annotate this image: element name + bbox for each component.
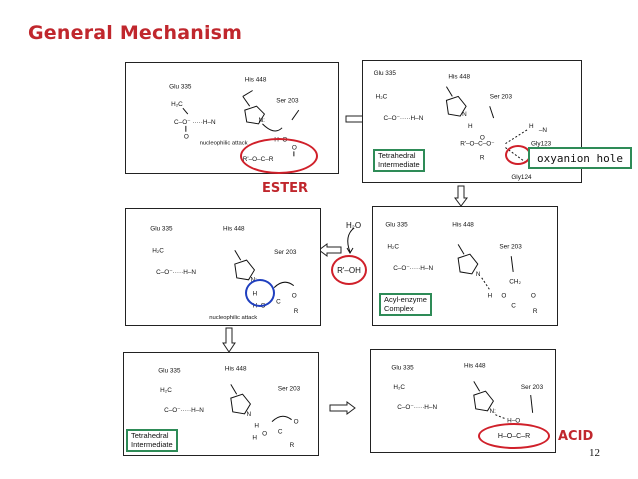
arrow-down-4: [222, 327, 236, 353]
svg-text:His 448: His 448: [223, 226, 245, 233]
svg-text:CH₂: CH₂: [509, 279, 521, 286]
panel-5-structure: Glu 335 His 448 Ser 203 H₂C C–O⁻·····H–N…: [158, 366, 301, 450]
svg-text:O: O: [292, 292, 297, 299]
svg-text:H₂C: H₂C: [152, 247, 164, 254]
svg-text:R: R: [294, 308, 299, 315]
svg-text:H: H: [468, 123, 473, 130]
svg-text:H₂C: H₂C: [376, 93, 388, 100]
svg-text:N: N: [476, 271, 481, 278]
svg-text:Glu 335: Glu 335: [391, 365, 414, 372]
svg-text:O: O: [262, 430, 267, 437]
svg-text:O: O: [480, 135, 485, 142]
svg-text:O: O: [294, 419, 299, 426]
svg-text:C–O⁻·····H–N: C–O⁻·····H–N: [156, 269, 196, 276]
svg-text:–N: –N: [539, 127, 548, 134]
panel-3-acyl-enzyme: Glu 335 His 448 Ser 203 H₂C C–O⁻·····H–N…: [372, 206, 558, 326]
panel-4-water-attack: Glu 335 His 448 Ser 203 H₂C C–O⁻·····H–N…: [125, 208, 321, 326]
acid-label: ACID: [558, 429, 594, 444]
panel-5-tetrahedral-intermediate: Glu 335 His 448 Ser 203 H₂C C–O⁻·····H–N…: [123, 352, 319, 456]
svg-text:H₂C: H₂C: [393, 384, 405, 391]
svg-text:O: O: [184, 134, 189, 141]
arrow-left-3: [318, 243, 342, 257]
svg-text:H: H: [252, 434, 257, 441]
svg-text:Ser 203: Ser 203: [490, 93, 513, 100]
svg-text:C–O⁻·····H–N: C–O⁻·····H–N: [397, 404, 437, 411]
arrow-right-5: [329, 401, 356, 415]
svg-text:Glu 335: Glu 335: [150, 226, 173, 233]
water-label: H₂O: [346, 221, 362, 230]
svg-text:H–O: H–O: [507, 418, 520, 425]
svg-text:N: N: [462, 111, 467, 118]
arrow-down-2: [454, 185, 468, 207]
panel-6-structure: Glu 335 His 448 Ser 203 H₂C C–O⁻·····H–N…: [391, 363, 544, 425]
svg-text:C: C: [511, 302, 516, 309]
svg-text:His 448: His 448: [452, 222, 474, 229]
svg-text:C: C: [276, 298, 281, 305]
ester-highlight-circle: [240, 138, 318, 174]
svg-text:Ser 203: Ser 203: [521, 384, 544, 391]
svg-text:His 448: His 448: [464, 363, 486, 370]
svg-text:Glu 335: Glu 335: [374, 70, 397, 77]
gly123-label: Gly123: [531, 141, 552, 148]
alcohol-circle: R'–OH: [331, 255, 367, 285]
svg-text:H: H: [488, 292, 493, 299]
glu-label: Glu 335: [169, 84, 192, 91]
svg-text:C: C: [278, 428, 283, 435]
svg-text:H₂C: H₂C: [387, 243, 399, 250]
svg-text:Ser 203: Ser 203: [278, 385, 301, 392]
water-attack-circle: [245, 279, 275, 307]
svg-text:N:: N:: [259, 117, 266, 124]
svg-text:H₂C: H₂C: [160, 387, 172, 394]
svg-text:C–O⁻·····H–N: C–O⁻·····H–N: [164, 407, 204, 414]
svg-text:N:: N:: [489, 408, 496, 415]
alcohol-label: R'–OH: [337, 265, 361, 275]
svg-text:N: N: [247, 411, 252, 418]
svg-text:O: O: [501, 292, 506, 299]
panel-4-structure: Glu 335 His 448 Ser 203 H₂C C–O⁻·····H–N…: [150, 226, 299, 321]
svg-text:His 448: His 448: [448, 74, 470, 81]
his-label: His 448: [245, 77, 267, 84]
svg-text:Glu 335: Glu 335: [385, 222, 408, 229]
svg-text:H: H: [254, 423, 259, 430]
svg-text:R'–O–C–O⁻: R'–O–C–O⁻: [460, 141, 494, 148]
svg-text:His 448: His 448: [225, 366, 247, 373]
svg-text:O: O: [531, 292, 536, 299]
tetrahedral-intermediate-box: Tetrahedral Intermediate: [373, 149, 425, 172]
page-number: 12: [589, 447, 600, 459]
gly124-label: Gly124: [511, 174, 532, 181]
slide-title: General Mechanism: [28, 22, 243, 44]
panel-3-structure: Glu 335 His 448 Ser 203 H₂C C–O⁻·····H–N…: [385, 222, 538, 316]
svg-text:R: R: [480, 154, 485, 161]
oxyanion-hole-label: oxyanion hole: [528, 147, 632, 169]
ser-label: Ser 203: [276, 97, 299, 104]
svg-text:C–O⁻ ·····H–N: C–O⁻ ·····H–N: [174, 119, 216, 126]
svg-text:C–O⁻·····H–N: C–O⁻·····H–N: [393, 265, 433, 272]
svg-text:R: R: [533, 308, 538, 315]
svg-text:H: H: [529, 123, 534, 130]
svg-text:C–O⁻·····H–N: C–O⁻·····H–N: [383, 115, 423, 122]
ester-label: ESTER: [262, 181, 309, 196]
svg-text:R: R: [290, 442, 295, 449]
acid-circle: H–O–C–R: [478, 423, 550, 449]
acyl-enzyme-box: Acyl-enzyme Complex: [379, 293, 432, 316]
acid-group: H–O–C–R: [497, 432, 531, 440]
svg-text:Ser 203: Ser 203: [274, 249, 297, 256]
svg-text:Glu 335: Glu 335: [158, 368, 181, 375]
panel-1-nucleophilic-attack: Glu 335 His 448 Ser 203 H₂C C–O⁻ ·····H–…: [125, 62, 339, 174]
nucleophilic-attack-label-2: nucleophilic attack: [209, 315, 257, 321]
nucleophilic-attack-label: nucleophilic attack: [200, 141, 248, 147]
svg-text:H₂C: H₂C: [171, 101, 183, 108]
water-curve-arrow: [346, 227, 355, 254]
svg-text:Ser 203: Ser 203: [499, 243, 522, 250]
tetrahedral-intermediate-box-2: Tetrahedral Intermediate: [126, 429, 178, 452]
